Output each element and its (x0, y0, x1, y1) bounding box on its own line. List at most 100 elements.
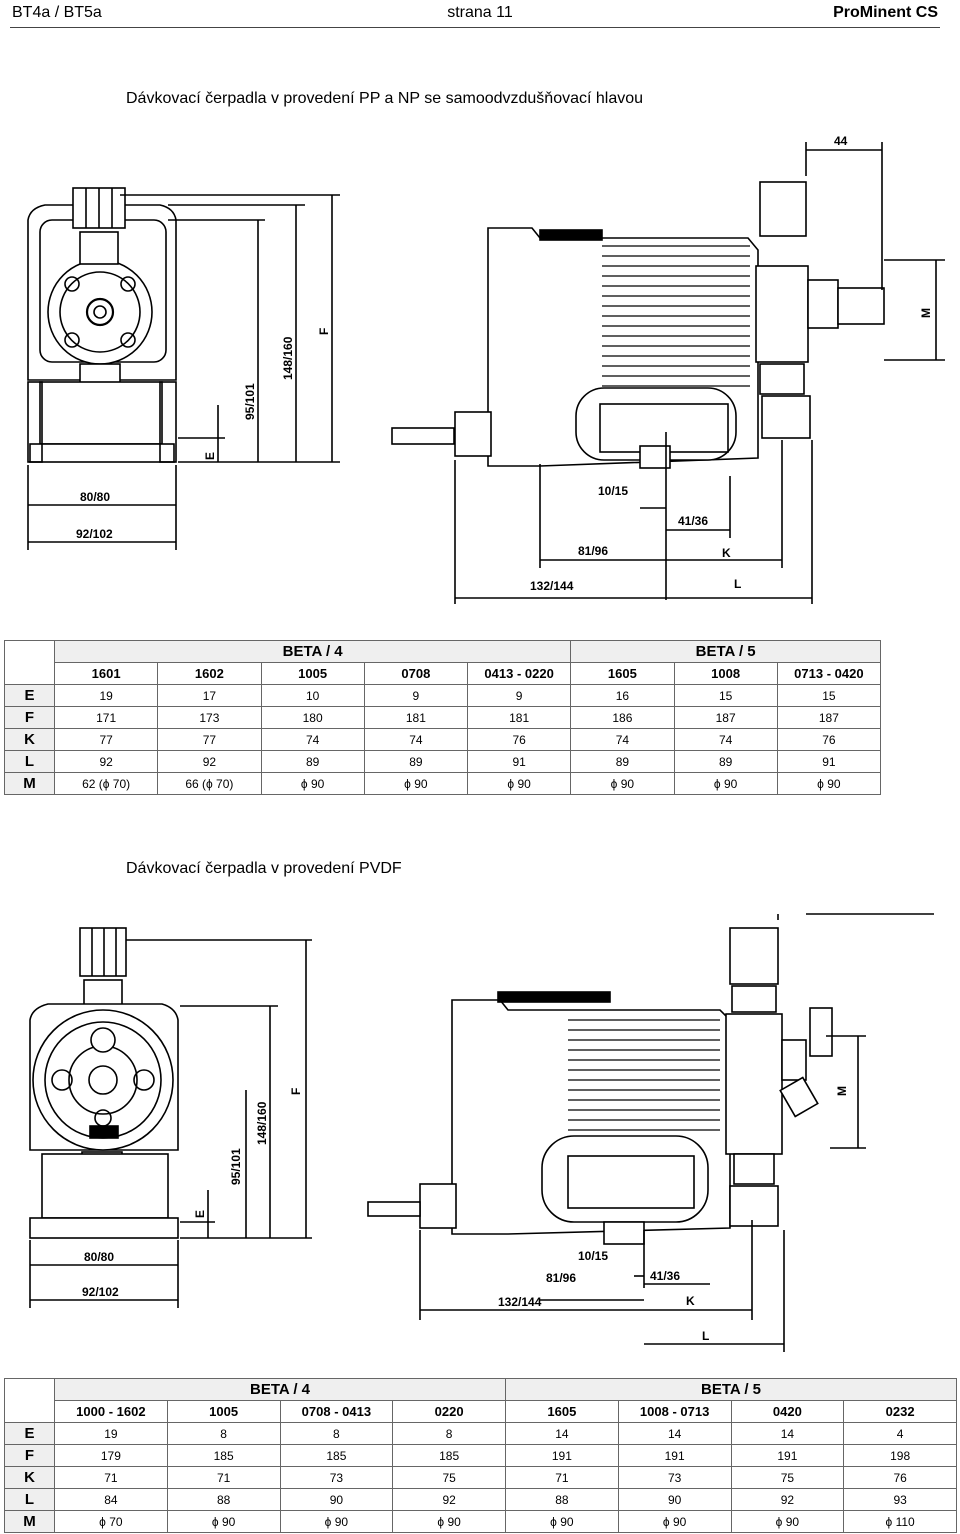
table-cell: 75 (730, 1466, 845, 1489)
table-cell: 74 (570, 728, 675, 751)
model-header: 1602 (157, 662, 262, 685)
model-header: 1000 - 1602 (54, 1400, 168, 1423)
svg-text:K: K (722, 546, 731, 560)
table-cell: 180 (260, 706, 365, 729)
svg-text:L: L (734, 577, 741, 591)
table-cell: 191 (617, 1444, 732, 1467)
group-header-beta4: BETA / 4 (54, 1378, 506, 1401)
svg-text:M: M (919, 308, 933, 318)
model-header: 1008 (673, 662, 778, 685)
svg-text:95/101: 95/101 (229, 1148, 243, 1185)
table-cell: 71 (166, 1466, 281, 1489)
table-cell: 75 (392, 1466, 506, 1489)
svg-text:80/80: 80/80 (80, 490, 110, 504)
drawing-labels-side: 44 M 10/15 41/36 81/96 K 132/144 L (530, 134, 933, 593)
table-cell: 14 (730, 1422, 845, 1445)
table-cell: 90 (279, 1488, 394, 1511)
header-left: BT4a / BT5a (12, 4, 102, 21)
table-cell: 92 (157, 750, 262, 773)
table-cell: 198 (843, 1444, 957, 1467)
table-cell: ϕ 70 (54, 1510, 168, 1533)
table-cell: 14 (505, 1422, 619, 1445)
table-cell: 91 (776, 750, 882, 773)
row-label: L (4, 750, 55, 773)
model-header: 1605 (505, 1400, 619, 1423)
model-header: 0413 - 0220 (466, 662, 572, 685)
svg-text:81/96: 81/96 (546, 1271, 576, 1285)
table-cell: 92 (53, 750, 159, 773)
svg-text:92/102: 92/102 (76, 527, 113, 541)
table-cell: 76 (776, 728, 882, 751)
table-cell: 179 (54, 1444, 168, 1467)
table-cell: 8 (166, 1422, 281, 1445)
table-cell: 62 (ϕ 70) (53, 772, 159, 795)
table-cell: ϕ 90 (776, 772, 882, 795)
svg-text:10/15: 10/15 (598, 484, 628, 498)
table-cell: 84 (54, 1488, 168, 1511)
model-header: 0232 (843, 1400, 957, 1423)
table-cell: 74 (673, 728, 778, 751)
table-cell: 19 (54, 1422, 168, 1445)
table-cell: 89 (260, 750, 365, 773)
model-header: 1601 (53, 662, 159, 685)
table-cell: 76 (843, 1466, 957, 1489)
drawing2-labels-side: M 10/15 81/96 41/36 132/144 K L (498, 1086, 849, 1343)
svg-text:E: E (193, 1210, 207, 1218)
table-cell: 173 (157, 706, 262, 729)
row-label: E (4, 684, 55, 707)
table-cell: 185 (392, 1444, 506, 1467)
table-cell: 187 (673, 706, 778, 729)
table-cell: ϕ 90 (166, 1510, 281, 1533)
page-number: strana 11 (447, 4, 513, 21)
row-label: E (4, 1422, 55, 1445)
svg-text:10/15: 10/15 (578, 1249, 608, 1263)
dimensions-table-pp-np: BETA / 4 BETA / 5 1601 1602 1005 0708 04… (4, 640, 882, 795)
table-cell: ϕ 90 (392, 1510, 506, 1533)
svg-text:F: F (317, 328, 331, 335)
row-label: K (4, 1466, 55, 1489)
svg-text:148/160: 148/160 (281, 336, 295, 380)
table-cell: 73 (279, 1466, 394, 1489)
table-cell: 186 (570, 706, 675, 729)
model-header: 0220 (392, 1400, 506, 1423)
table-cell: 92 (730, 1488, 845, 1511)
brand-name: ProMinent CS (833, 4, 938, 21)
svg-text:132/144: 132/144 (530, 579, 574, 593)
table-cell: ϕ 90 (260, 772, 365, 795)
table-cell: 17 (157, 684, 262, 707)
table-cell: 71 (505, 1466, 619, 1489)
table-cell: 191 (730, 1444, 845, 1467)
table-cell: ϕ 110 (843, 1510, 957, 1533)
table-cell: 14 (617, 1422, 732, 1445)
table-cell: 89 (570, 750, 675, 773)
group-header-beta5: BETA / 5 (570, 640, 881, 663)
table-cell: 71 (54, 1466, 168, 1489)
model-header: 0708 - 0413 (279, 1400, 394, 1423)
table-cell: 8 (392, 1422, 506, 1445)
svg-text:41/36: 41/36 (678, 514, 708, 528)
row-label: F (4, 1444, 55, 1467)
table-cell: 187 (776, 706, 882, 729)
table-cell: 93 (843, 1488, 957, 1511)
table-corner (4, 640, 55, 685)
table-cell: 185 (279, 1444, 394, 1467)
table-cell: 88 (505, 1488, 619, 1511)
row-label: L (4, 1488, 55, 1511)
svg-text:92/102: 92/102 (82, 1285, 119, 1299)
model-header: 1005 (260, 662, 365, 685)
table-cell: 89 (363, 750, 469, 773)
table-cell: 91 (466, 750, 572, 773)
table-cell: 4 (843, 1422, 957, 1445)
svg-text:L: L (702, 1329, 709, 1343)
pump-drawing-pp-np: 80/80 92/102 E 95/101 148/160 F (27, 134, 945, 604)
table-cell: 90 (617, 1488, 732, 1511)
